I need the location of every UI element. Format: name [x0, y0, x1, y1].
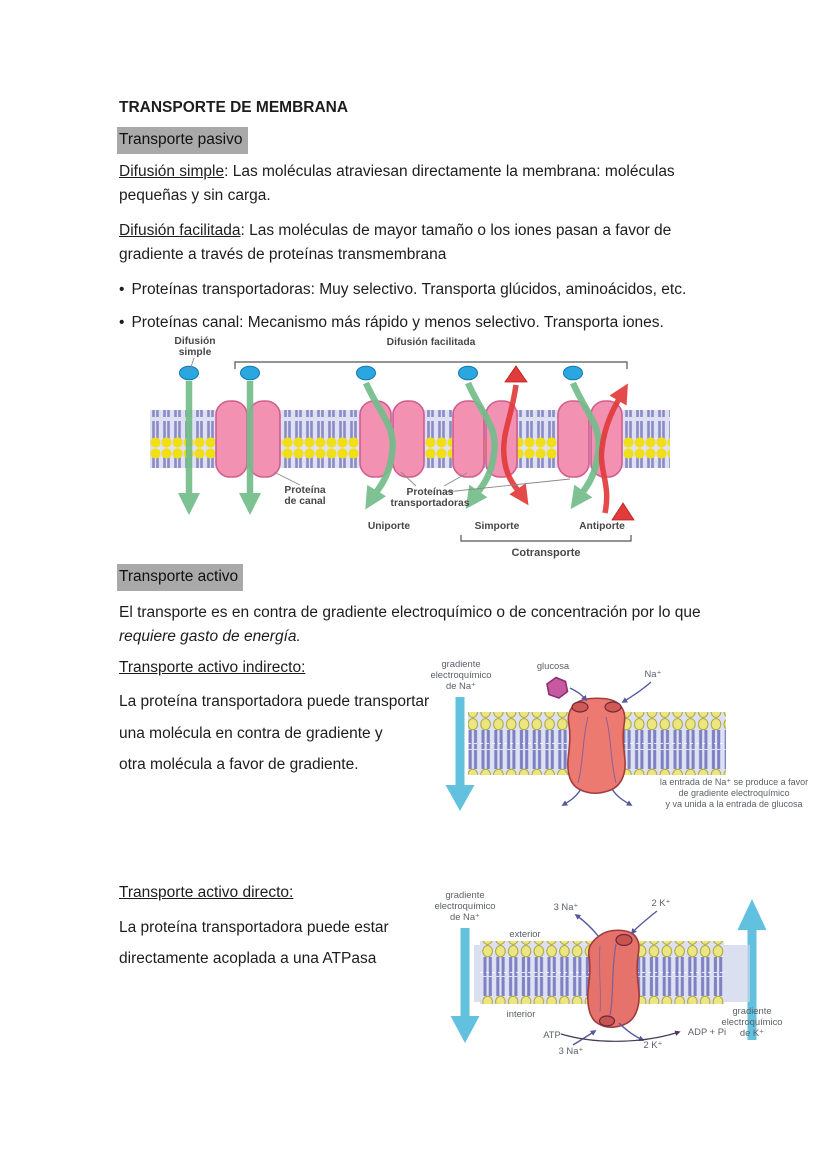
paragraph-active-intro: El transporte es en contra de gradiente …: [119, 601, 701, 648]
entry-arrows: [569, 681, 652, 703]
label-atp: ATP: [543, 1029, 561, 1040]
label-proteinas-transportadoras-1: Proteínas: [407, 487, 454, 498]
label-gradient-na-2: electroquímico: [431, 669, 492, 680]
release-arrows: [561, 788, 633, 806]
bullet-text: Proteínas transportadoras: Muy selectivo…: [131, 281, 687, 298]
k-gradient-arrow: [737, 899, 767, 1040]
label-interior: interior: [507, 1008, 536, 1019]
bullet-marker: •: [119, 314, 125, 331]
note-line-2: de gradiente electroquímico: [678, 788, 789, 798]
red-transport-arrows: [500, 383, 628, 514]
cotransporter-protein: [567, 697, 626, 795]
indirect-line-1: La proteína transportadora puede transpo…: [119, 693, 430, 710]
label-gradient-na-1: gradiente: [445, 889, 484, 900]
label-simporte: Simporte: [475, 521, 520, 532]
label-gradient-na-3: de Na⁺: [450, 911, 480, 922]
direct-line-1: La proteína transportadora puede estar: [119, 919, 389, 936]
label-proteina-canal-2: de canal: [284, 496, 325, 507]
label-2k-bottom: 2 K⁺: [643, 1039, 662, 1050]
blue-molecules: [179, 365, 583, 381]
label-gradient-k-2: electroquímico: [722, 1016, 783, 1027]
label-na: Na⁺: [645, 668, 662, 679]
green-transport-arrows: [177, 381, 602, 516]
glucose-hexagon-icon: [546, 676, 569, 699]
bullet-text: Proteínas canal: Mecanismo más rápido y …: [131, 314, 664, 331]
atp-hydrolysis-arrow: [560, 1030, 681, 1042]
heading-transporte-activo: Transporte activo: [117, 564, 244, 591]
paragraph-difusion-simple: Difusión simple: Las moléculas atraviesa…: [119, 160, 675, 207]
facilitada-bracket: [234, 361, 628, 369]
paragraph-difusion-facilitada: Difusión facilitada: Las moléculas de ma…: [119, 219, 671, 266]
label-adp-pi: ADP + Pi: [688, 1026, 726, 1037]
label-gradient-k-3: de K⁺: [740, 1027, 764, 1038]
label-difusion-simple-1: Difusión: [174, 336, 215, 347]
label-uniporte: Uniporte: [368, 521, 411, 532]
indirect-line-3: otra molécula a favor de gradiente.: [119, 756, 359, 773]
text-difusion-facilitada: : Las moléculas de mayor tamaño o los io…: [240, 222, 672, 239]
section-active: Transporte activo: [117, 564, 244, 591]
pointer-lines: [189, 357, 571, 493]
term-difusion-facilitada: Difusión facilitada: [119, 222, 241, 239]
term-difusion-simple: Difusión simple: [119, 163, 225, 180]
text-difusion-facilitada-line2: gradiente a través de proteínas transmem…: [119, 245, 447, 263]
indirect-line-2: una molécula en contra de gradiente y: [119, 725, 383, 742]
bullet-marker: •: [119, 281, 125, 298]
heading-transporte-activo-directo: Transporte activo directo:: [119, 884, 294, 901]
direct-transport-diagram: gradiente electroquímico de Na⁺ 3 Na⁺ 2 …: [435, 889, 783, 1056]
cotransporte-bracket: [460, 535, 632, 542]
label-proteinas-transportadoras-2: transportadoras: [391, 498, 470, 509]
direct-line-2: directamente acoplada a una ATPasa: [119, 950, 377, 967]
section-passive: Transporte pasivo: [117, 127, 248, 154]
heading-transporte-activo-indirecto: Transporte activo indirecto:: [119, 659, 306, 676]
label-glucosa: glucosa: [537, 660, 570, 671]
text-difusion-simple-line2: pequeñas y sin carga.: [119, 186, 271, 204]
text-difusion-simple: : Las moléculas atraviesan directamente …: [224, 163, 675, 180]
na-gradient-arrow: [445, 697, 475, 811]
label-proteina-canal-1: Proteína: [284, 485, 325, 496]
label-3na-bottom: 3 Na⁺: [559, 1045, 584, 1056]
page-title: TRANSPORTE DE MEMBRANA: [119, 99, 349, 116]
atpase-pump-protein: [587, 929, 640, 1029]
label-exterior: exterior: [509, 928, 540, 939]
label-difusion-facilitada: Difusión facilitada: [387, 337, 476, 348]
label-gradient-na-1: gradiente: [441, 658, 480, 669]
label-gradient-k-1: gradiente: [732, 1005, 771, 1016]
label-cotransporte: Cotransporte: [511, 547, 580, 559]
na-gradient-arrow: [450, 928, 480, 1043]
membrane-types-diagram: Difusión simple Difusión facilitada Prot…: [150, 336, 670, 559]
red-triangle-molecules: [504, 365, 635, 521]
label-2k-top: 2 K⁺: [651, 897, 670, 908]
label-gradient-na-2: electroquímico: [435, 900, 496, 911]
label-3na-top: 3 Na⁺: [554, 901, 579, 912]
note-line-1: la entrada de Na⁺ se produce a favor: [660, 777, 808, 787]
active-intro-line1: El transporte es en contra de gradiente …: [119, 604, 701, 621]
bullet-proteinas-canal: • Proteínas canal: Mecanismo más rápido y…: [119, 311, 664, 335]
label-antiporte: Antiporte: [579, 521, 625, 532]
label-gradient-na-3: de Na⁺: [446, 680, 476, 691]
ion-arrows: [572, 910, 658, 1046]
note-line-3: y va unida a la entrada de glucosa: [665, 799, 802, 809]
indirect-transport-diagram: gradiente electroquímico de Na⁺ glucosa …: [431, 658, 808, 811]
bullet-proteinas-transportadoras: • Proteínas transportadoras: Muy selectiv…: [119, 278, 686, 302]
active-intro-line2: requiere gasto de energía.: [119, 627, 301, 645]
label-difusion-simple-2: simple: [179, 347, 212, 358]
heading-transporte-pasivo: Transporte pasivo: [117, 127, 248, 154]
